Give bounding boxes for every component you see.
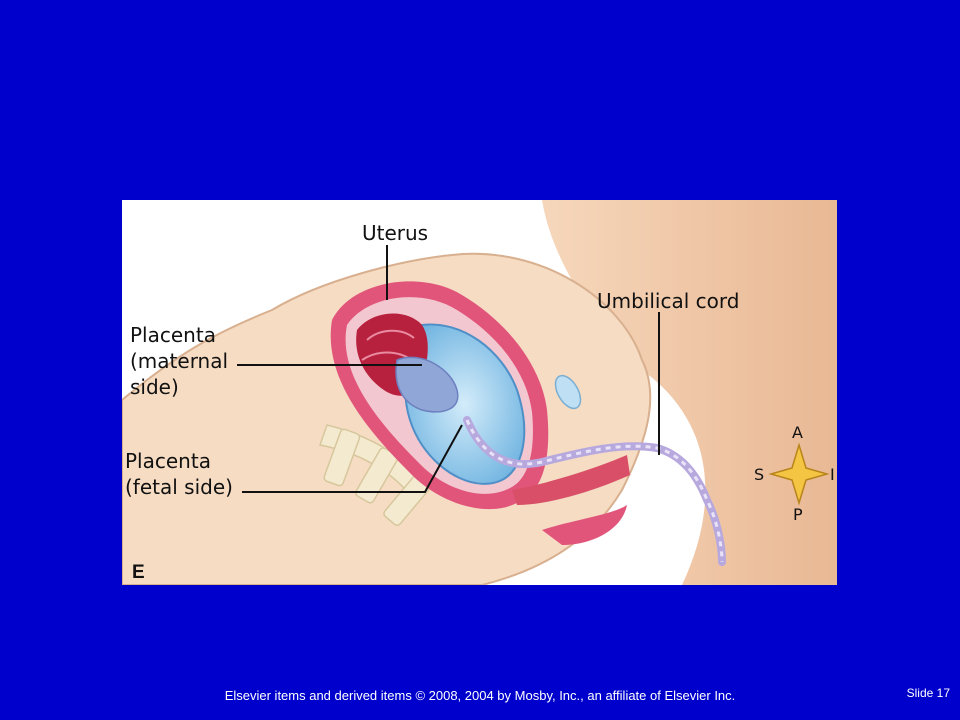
leader-lines [237, 245, 660, 493]
label-placenta-fetal-1: Placenta [125, 449, 211, 473]
slide-number: Slide 17 [906, 686, 950, 700]
label-uterus: Uterus [362, 221, 428, 245]
illustration: Uterus Umbilical cord Placenta (maternal… [122, 200, 837, 585]
label-placenta-maternal-2: (maternal [130, 349, 228, 373]
compass-left: S [754, 465, 764, 484]
thigh-shape [542, 200, 837, 585]
anatomy-figure: Uterus Umbilical cord Placenta (maternal… [122, 200, 837, 585]
compass-top: A [792, 423, 803, 442]
bladder [554, 374, 582, 410]
compass-right: I [830, 465, 835, 484]
placenta-fetal [395, 356, 459, 413]
compass-bottom: P [793, 505, 803, 524]
compass-rose: A P S I [754, 423, 835, 524]
label-placenta-fetal-2: (fetal side) [125, 475, 233, 499]
compass-star-icon [768, 442, 830, 506]
label-umbilical-cord: Umbilical cord [597, 289, 739, 313]
cervix [512, 455, 630, 505]
label-placenta-maternal-3: side) [130, 375, 179, 399]
copyright-footer: Elsevier items and derived items © 2008,… [224, 688, 736, 703]
label-placenta-maternal-1: Placenta [130, 323, 216, 347]
panel-letter: E [132, 562, 145, 583]
